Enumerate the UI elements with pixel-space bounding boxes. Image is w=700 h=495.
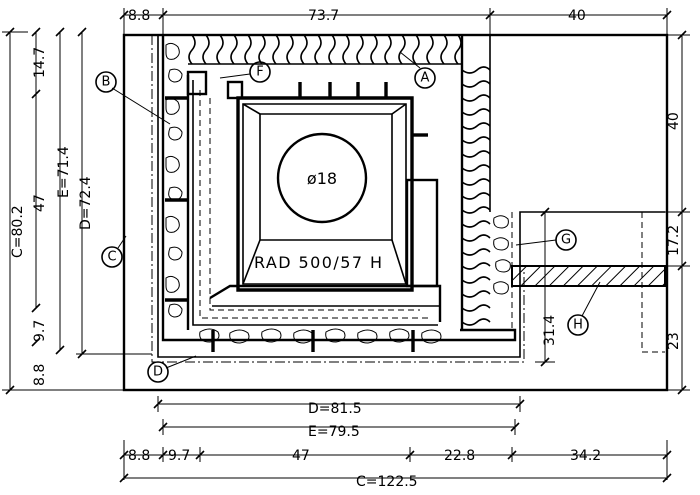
bottom-dim-c: C=122.5 (356, 474, 418, 490)
bottom-dimensions: D=81.5 E=79.5 8.8 9.7 47 22.8 34.2 C=122… (119, 396, 672, 490)
right-dim-middle: 17.2 (666, 225, 682, 256)
left-dimensions: C=80.2 47 14.7 E=71.4 D=72.4 8.8 9.7 (2, 27, 152, 395)
right-dim-bottom: 23 (666, 332, 682, 350)
right-dimensions: 40 17.2 23 (665, 30, 690, 395)
top-dimensions: 8.8 73.7 40 (119, 8, 672, 35)
insulation-g-cloudy (493, 212, 513, 330)
insulation-left-cloudy (165, 42, 183, 318)
radiator-label: RAD 500/57 H (254, 253, 382, 272)
bottom-dim-e: E=79.5 (308, 424, 360, 440)
left-dim-9-7: 9.7 (32, 320, 48, 342)
insulation-top-wavy (188, 34, 462, 65)
callout-h: H (573, 318, 583, 333)
firebox (165, 70, 442, 322)
bottom-dim-d: D=81.5 (308, 401, 362, 417)
beam-h (511, 212, 666, 353)
inner-dimension: 31.4 (535, 207, 558, 367)
top-dim-middle: 73.7 (308, 8, 339, 24)
bottom-dim-9-7: 9.7 (168, 448, 190, 464)
bottom-dim-34-2: 34.2 (570, 448, 601, 464)
inner-dim-label: 31.4 (542, 315, 558, 346)
left-dim-8-8: 8.8 (32, 364, 48, 386)
flue-outlet: ø18 (276, 132, 368, 224)
top-dim-right: 40 (568, 8, 586, 24)
callout-d: D (153, 365, 163, 380)
callouts: A B C D F G H (95, 51, 601, 383)
bottom-dim-8-8: 8.8 (128, 448, 150, 464)
insulation-bottom-cloudy (199, 328, 442, 352)
bottom-dim-22-8: 22.8 (444, 448, 475, 464)
callout-b: B (102, 75, 111, 90)
callout-f: F (256, 65, 263, 80)
insulation-right-wavy (461, 66, 491, 326)
flue-diameter-label: ø18 (307, 169, 337, 188)
left-dim-e: E=71.4 (56, 146, 72, 198)
left-dim-47: 47 (32, 194, 48, 212)
left-dim-c: C=80.2 (10, 205, 26, 258)
right-dim-top: 40 (666, 112, 682, 130)
callout-g: G (561, 233, 571, 248)
left-dim-14-7: 14.7 (32, 47, 48, 78)
callout-c: C (107, 250, 116, 265)
callout-a: A (421, 71, 430, 86)
top-dim-left: 8.8 (128, 8, 150, 24)
bottom-dim-47: 47 (292, 448, 310, 464)
left-dim-d: D=72.4 (78, 176, 94, 230)
